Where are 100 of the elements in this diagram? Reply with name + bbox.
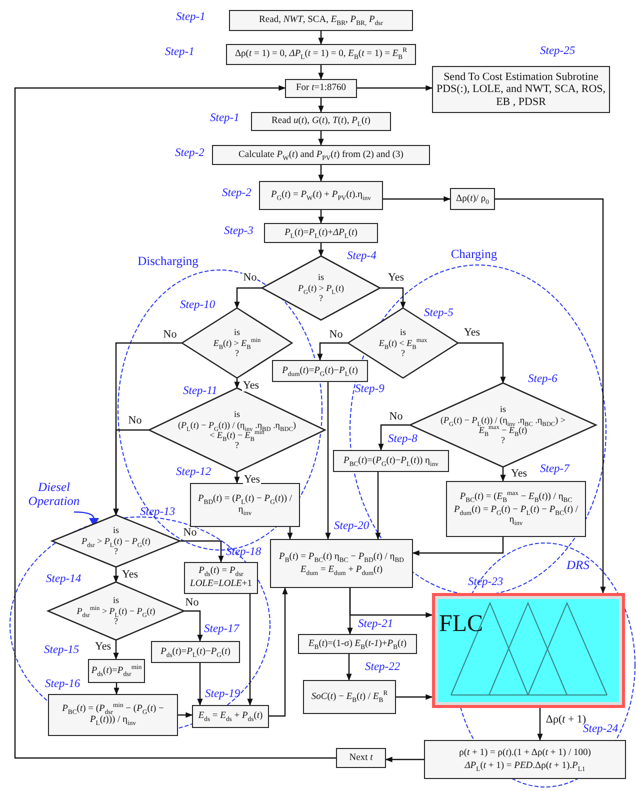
connector-arrow	[197, 663, 203, 706]
connector-arrow	[537, 708, 543, 741]
edge-label: Yes	[121, 570, 139, 580]
formula-text: Next t	[349, 752, 373, 764]
formula-text: P$_{dum}$(t)=P$_{G}$(t)−P$_{L}$(t)	[282, 366, 358, 376]
formula-text: P$_{ds}$(t) = P$_{dsr}$	[198, 566, 244, 577]
formula-text: E$_{dum}$ = E$_{dum}$ + P$_{dum}$(t)	[300, 564, 383, 576]
formula-text: P$_{BC}$(t) = (E$_{B}$$^{max}$ − E$_{B}$(t)) / η$_{BC}$	[460, 492, 572, 503]
connector-arrow	[234, 472, 240, 484]
connector-arrow	[247, 594, 253, 706]
formula-text: Δρ(t)/ ρ$_{0}$	[456, 194, 489, 204]
process-box	[298, 634, 417, 654]
formula-text: For t=1:8760	[296, 83, 346, 94]
connector-arrow	[287, 527, 293, 540]
formula-text: is	[234, 327, 240, 338]
edge-label: No	[127, 416, 143, 426]
step-label: Step-5	[424, 308, 454, 320]
connector-arrow	[349, 588, 433, 618]
connector-arrow	[113, 640, 119, 660]
process-box	[285, 79, 357, 98]
edge-label: Yes	[94, 642, 112, 652]
step-label: Step-22	[365, 662, 400, 674]
formula-text: ?	[401, 348, 405, 359]
formula-text: ρ(t + 1) = ρ(t).(1 + Δρ(t + 1) / 100)	[459, 748, 591, 758]
formula-text: E$_{B}$(t)=(1-σ) E$_{B}$(t-1)+P$_{B}$(t)	[308, 638, 407, 650]
step-label: Step-6	[528, 374, 558, 386]
step-label: Step-3	[224, 226, 254, 238]
process-box	[270, 539, 413, 588]
step-label: Step-16	[45, 679, 80, 690]
formula-text: is	[112, 595, 119, 606]
process-box	[272, 360, 368, 382]
step-label: Step-18	[226, 547, 262, 558]
connector-arrow	[383, 196, 451, 202]
formula-text: P$_{BC}$(t)=(P$_{G}$(t)−P$_{L}$(t)) η$_{inv}$	[344, 456, 438, 466]
formula-text: P$_{B}$(t) = P$_{BC}$(t) η$_{BC}$ − P$_{BD}$(t) / η$_{BD}$	[279, 552, 404, 562]
step-label: Step-19	[205, 689, 240, 700]
formula-text: P$_{BC}$(t) = (P$_{dsr}$$^{min}$ − (P$_{G}$(t) − P$_{L}$(t))) / η$_{inv}$	[61, 704, 165, 726]
process-box	[48, 694, 178, 736]
process-box	[226, 44, 416, 65]
edge-label: Δρ(t + 1)	[544, 714, 588, 726]
connector-arrow	[500, 467, 506, 482]
process-box	[212, 145, 430, 165]
formula-text: Read u(t), G(t), T(t), P$_{L}$(t)	[272, 116, 370, 127]
process-box	[229, 10, 413, 31]
edge-label: Yes	[243, 474, 261, 486]
connector-arrow	[325, 382, 331, 540]
step-label: Step-1	[165, 47, 194, 58]
connector-arrow	[318, 31, 324, 45]
connector-arrow	[269, 587, 288, 717]
formula-text: Calculate P$_{W}$(t) and P$_{PV}$(t) from (2) and (3)	[238, 150, 404, 160]
edge-label: No	[184, 598, 200, 608]
step-label: Step-17	[204, 624, 240, 636]
formula-text: (P$_{G}$(t) − P$_{L}$(t)) / (η$_{inv}$ .η$_{BC}$ .η$_{BDC}$) > E$_{B}$$^{max}$ − E$_{B}$(t)	[440, 414, 566, 436]
connector-arrow	[234, 287, 262, 309]
connector-arrow	[458, 342, 506, 384]
group-label: DRS	[565, 558, 590, 572]
step-label: Step-15	[44, 645, 80, 656]
formula-text: P$_{G}$(t) = P$_{W}$(t) + P$_{PV}$(t).η$_{inv}$	[270, 190, 372, 201]
step-label: Step-12	[176, 467, 212, 478]
connector-arrow	[318, 210, 324, 224]
formula-text: is	[234, 409, 240, 420]
connector-arrow	[396, 694, 433, 700]
edge-label: No	[162, 330, 178, 340]
process-box	[88, 659, 145, 683]
process-box	[446, 481, 586, 537]
connector-arrow	[346, 654, 352, 681]
formula-text: is	[318, 272, 324, 283]
step-label: Step-9	[355, 384, 384, 396]
controller-label: FLC	[439, 612, 484, 636]
connector-arrow	[234, 378, 240, 389]
process-box	[264, 223, 378, 243]
edge-label: No	[388, 412, 404, 422]
process-box	[424, 740, 626, 779]
connector-arrow	[113, 567, 119, 583]
connector-arrow	[317, 342, 348, 361]
step-label: Step-7	[540, 464, 570, 476]
fuzzy-controller-box	[432, 593, 625, 708]
step-label: Step-11	[183, 386, 218, 398]
step-label: Step-4	[347, 251, 376, 262]
connector-arrow	[318, 98, 324, 113]
process-box	[336, 748, 386, 768]
formula-text: ?	[114, 546, 118, 557]
formula-text: P$_{dum}$(t) = P$_{G}$(t) − P$_{L}$(t) − P$_{BC}$(t) / η$_{inv}$	[452, 504, 580, 526]
connector-arrow	[412, 537, 504, 556]
step-label: Step-20	[334, 521, 370, 532]
formula-text: ?	[501, 435, 505, 446]
connector-arrow	[178, 712, 193, 718]
step-label: Step-23	[468, 577, 504, 588]
connector-arrow	[385, 756, 424, 762]
connector-arrow	[375, 472, 381, 540]
process-box	[333, 450, 449, 472]
connector-arrow	[318, 131, 324, 146]
step-label: Step-2	[175, 148, 204, 160]
connector-arrow	[318, 65, 324, 80]
process-box	[450, 188, 495, 210]
formula-text: ?	[319, 293, 323, 304]
connector-arrow	[114, 683, 120, 695]
process-box	[251, 112, 391, 131]
formula-text: is	[112, 525, 119, 536]
formula-text: P$_{G}$(t) > P$_{L}$(t)	[298, 282, 344, 294]
